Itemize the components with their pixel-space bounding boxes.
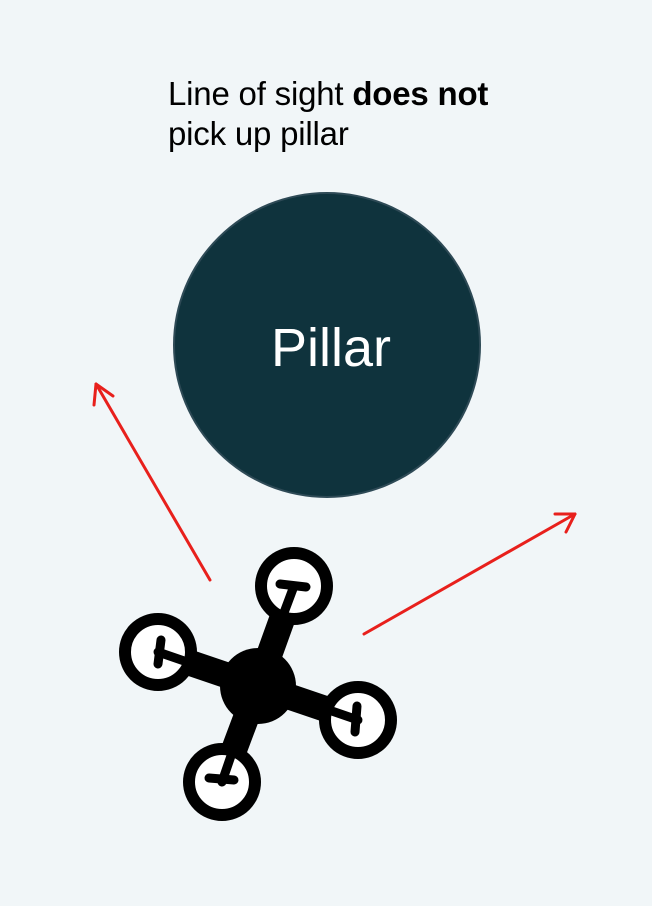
caption-line-2: pick up pillar (168, 115, 349, 152)
pillar-obstacle: Pillar (173, 192, 481, 498)
caption-emphasis: does not (352, 75, 489, 112)
pillar-label: Pillar (270, 318, 392, 378)
caption-prefix: Line of sight (168, 75, 353, 112)
quadcopter-drone-icon (119, 547, 397, 821)
diagram-caption: Line of sight does not pick up pillar (168, 74, 488, 154)
line-of-sight-arrow-right (362, 512, 577, 636)
line-of-sight-arrow-left (92, 382, 212, 582)
caption-line-1: Line of sight does not (168, 74, 488, 114)
